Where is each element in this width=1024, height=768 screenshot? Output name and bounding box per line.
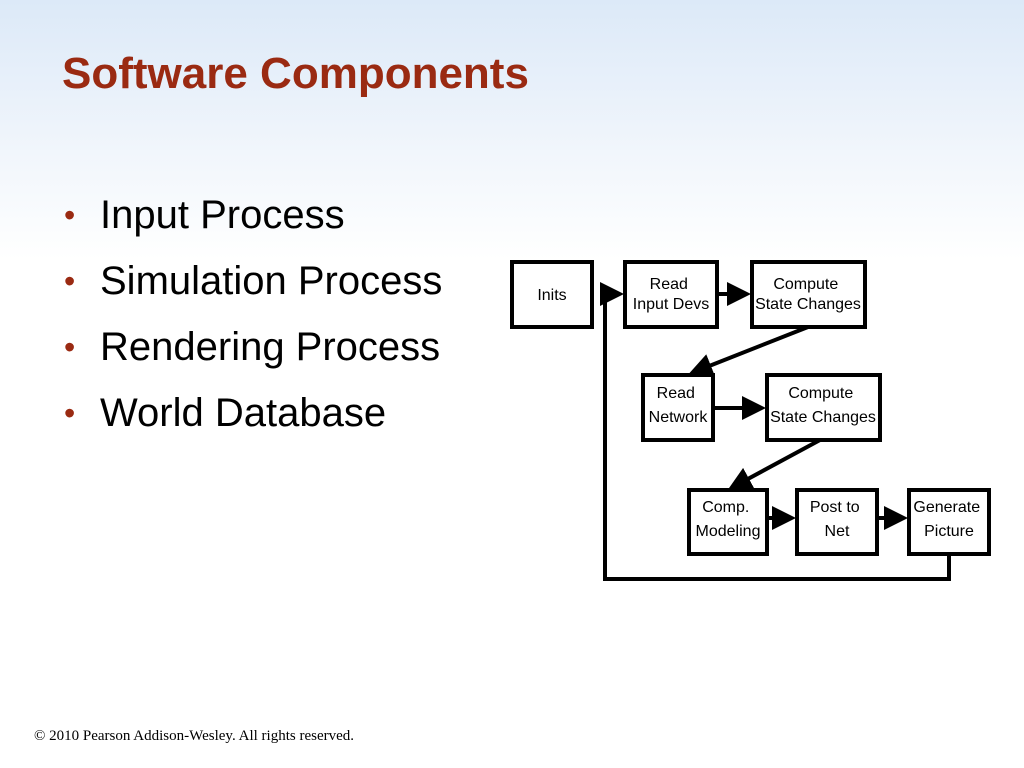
slide-title: Software Components [62, 49, 529, 98]
node-label-line: Compute [788, 385, 853, 402]
svg-text:Read Input Devs: Read Input Devs [633, 276, 709, 313]
svg-text:Generate Picture: Generate Picture [913, 499, 984, 540]
node-label-line: Modeling [696, 523, 761, 540]
node-label-line: Inits [537, 287, 566, 304]
bullet-text: Simulation Process [100, 259, 443, 303]
node-compute-state-changes-2: Compute State Changes [765, 373, 882, 442]
bullet-icon: • [64, 197, 76, 233]
node-label-line: Read [657, 385, 695, 402]
svg-text:Compute State Changes: Compute State Changes [755, 276, 861, 313]
node-label-line: Picture [924, 523, 974, 540]
node-read-network: Read Network [641, 373, 715, 442]
arrow-compute-to-modeling [727, 438, 821, 490]
bullet-icon: • [64, 395, 76, 431]
bullet-icon: • [64, 263, 76, 299]
svg-text:Compute State Changes: Compute State Changes [770, 385, 876, 426]
node-read-input-devs: Read Input Devs [623, 260, 719, 329]
bullet-item-input-process: • Input Process [62, 188, 442, 254]
arrow-compute-to-read-network [688, 325, 809, 377]
svg-text:Comp. Modeling: Comp. Modeling [696, 499, 761, 540]
node-label-line: State Changes [755, 296, 861, 313]
node-label-line: Comp. [702, 499, 749, 516]
arrow-loop-back [600, 282, 951, 581]
node-label-line: Input Devs [633, 296, 709, 313]
bullet-item-world-database: • World Database [62, 386, 442, 452]
svg-text:Read Network: Read Network [649, 385, 709, 426]
node-label-line: Net [825, 523, 850, 540]
copyright-footer: © 2010 Pearson Addison-Wesley. All right… [34, 728, 355, 744]
node-label-line: State Changes [770, 409, 876, 426]
node-comp-modeling: Comp. Modeling [687, 488, 769, 556]
bullet-text: Input Process [100, 193, 345, 237]
bullet-item-simulation-process: • Simulation Process [62, 254, 442, 320]
node-label-line: Post to [810, 499, 860, 516]
node-generate-picture: Generate Picture [907, 488, 991, 556]
node-label-line: Generate [913, 499, 980, 516]
node-label-line: Compute [773, 276, 838, 293]
bullet-icon: • [64, 329, 76, 365]
svg-text:Inits: Inits [537, 287, 566, 304]
bullet-text: World Database [100, 391, 387, 435]
node-label-line: Read [650, 276, 688, 293]
bullet-text: Rendering Process [100, 325, 441, 369]
node-inits: Inits [510, 260, 594, 329]
node-compute-state-changes-1: Compute State Changes [750, 260, 867, 329]
node-post-to-net: Post to Net [795, 488, 879, 556]
svg-text:Post to Net: Post to Net [810, 499, 864, 540]
bullet-item-rendering-process: • Rendering Process [62, 320, 442, 386]
bullet-list: • Input Process • Simulation Process • R… [62, 188, 442, 452]
node-label-line: Network [649, 409, 709, 426]
